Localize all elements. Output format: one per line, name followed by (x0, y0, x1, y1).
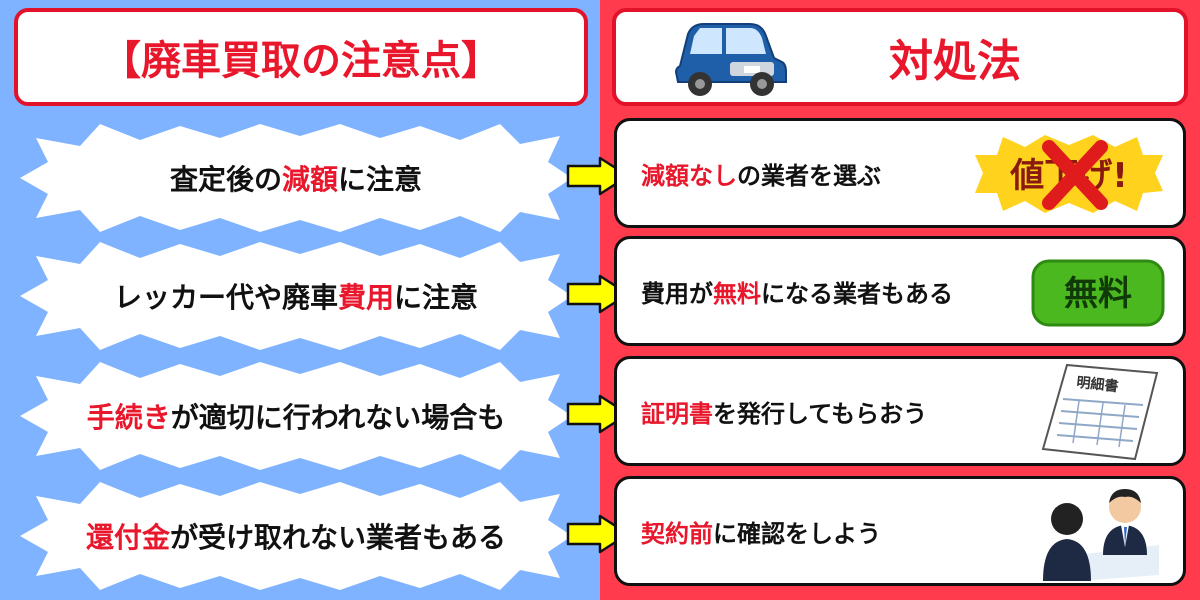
caution-4-text-post: が受け取れない業者もある (170, 521, 507, 554)
solution-2-highlight: 無料 (713, 279, 761, 308)
caution-2-text-post: に注意 (394, 281, 479, 314)
caution-2-text-pre: レッカー代や廃車 (113, 281, 338, 314)
caution-3-highlight: 手続き (86, 401, 171, 434)
free-badge-label: 無料 (1064, 274, 1132, 314)
solution-card-4: 契約前に確認をしよう (614, 476, 1186, 586)
solution-2-text-pre: 費用が (641, 279, 713, 308)
statement-document-icon: 明細書 (1041, 363, 1159, 461)
caution-item-4: 還付金が受け取れない業者もある (20, 482, 572, 590)
solution-item-4: 契約前に確認をしよう (641, 479, 881, 583)
caution-burst-4 (20, 482, 572, 590)
caution-1-text-pre: 査定後の (169, 163, 282, 196)
car-icon (674, 23, 787, 96)
cautions-title: 【廃車買取の注意点】 (101, 38, 501, 84)
statement-document-label: 明細書 (1076, 374, 1120, 395)
price-cut-stamp-icon: 値下げ! (975, 135, 1163, 213)
solution-item-3: 証明書を発行してもらおう (641, 359, 927, 463)
business-meeting-icon (1043, 489, 1159, 581)
solution-card-2: 費用が無料になる業者もある 無料 (614, 236, 1186, 346)
solution-3-highlight: 証明書 (641, 399, 713, 428)
caution-burst-3 (20, 362, 572, 470)
solution-item-1: 減額なしの業者を選ぶ (641, 121, 881, 225)
solution-3-text-post: を発行してもらおう (713, 399, 928, 428)
caution-item-1: 査定後の減額に注意 (20, 124, 572, 232)
caution-item-3: 手続きが適切に行われない場合も (20, 362, 572, 470)
solution-4-text-post: に確認をしよう (713, 519, 881, 548)
free-badge-icon: 無料 (1031, 259, 1165, 327)
solution-2-text-post: になる業者もある (761, 279, 953, 308)
caution-1-highlight: 減額 (281, 163, 338, 196)
caution-4-highlight: 還付金 (85, 521, 170, 554)
cautions-header: 【廃車買取の注意点】 (14, 8, 588, 106)
solutions-title: 対処法 (889, 36, 1021, 87)
caution-1-text-post: に注意 (338, 163, 423, 196)
caution-3-text-post: が適切に行われない場合も (170, 401, 506, 434)
solution-item-2: 費用が無料になる業者もある (641, 239, 953, 343)
caution-burst-2 (20, 242, 572, 350)
solution-card-3: 証明書を発行してもらおう 明細書 (614, 356, 1186, 466)
caution-item-2: レッカー代や廃車費用に注意 (20, 242, 572, 350)
caution-burst-1 (20, 124, 572, 232)
caution-2-highlight: 費用 (337, 281, 394, 314)
solution-4-highlight: 契約前 (641, 519, 713, 548)
solution-1-text-post: の業者を選ぶ (737, 161, 881, 190)
solution-1-highlight: 減額なし (641, 161, 737, 190)
